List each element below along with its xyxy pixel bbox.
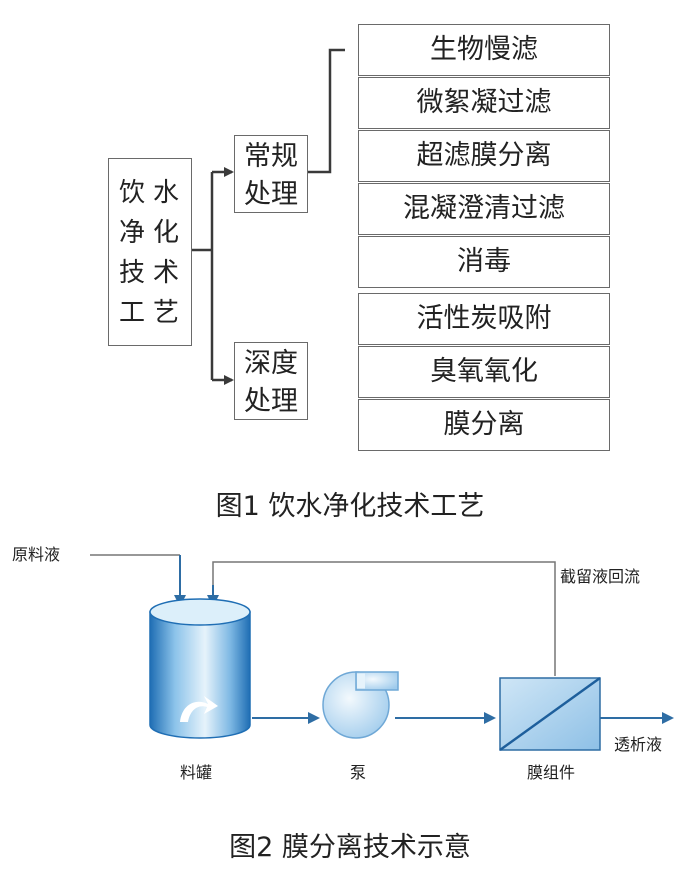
feed-label: 原料液 [12,545,60,564]
root-char: 水 [152,178,179,208]
mixing-arrow-icon [180,696,218,722]
figure1-caption: 图1 饮水净化技术工艺 [215,491,485,522]
retentate-return-line [212,561,556,676]
category-line: 处理 [244,179,298,210]
membrane-module-icon [499,676,601,752]
root-char: 饮 [118,178,145,208]
root-node-box: 饮 净 技 工 水 化 术 艺 [108,158,192,346]
category-conventional-box: 常规 处理 [234,135,308,213]
category-line: 深度 [244,348,298,379]
tech-item: 活性炭吸附 [358,293,610,345]
category-advanced-box: 深度 处理 [234,342,308,420]
tech-item: 臭氧氧化 [358,346,610,398]
tech-item: 超滤膜分离 [358,130,610,182]
tech-item: 混凝澄清过滤 [358,183,610,235]
tech-item: 膜分离 [358,399,610,451]
tree-connectors [192,48,345,385]
category-line: 常规 [244,141,298,172]
tank-label: 料罐 [180,763,212,782]
root-char: 净 [118,218,145,248]
tech-item: 消毒 [358,236,610,288]
tank-icon [149,598,251,739]
conventional-bracket [308,48,345,174]
root-char: 技 [118,258,145,288]
root-char: 工 [118,298,145,328]
category-line: 处理 [244,386,298,417]
retentate-label: 截留液回流 [560,567,640,586]
tech-item: 生物慢滤 [358,24,610,76]
pump-icon [322,671,399,739]
root-char: 化 [152,218,179,248]
figure2-caption: 图2 膜分离技术示意 [229,832,471,863]
pump-label: 泵 [350,763,366,782]
membrane-label: 膜组件 [527,763,575,782]
permeate-label: 透析液 [614,735,662,754]
tech-item: 微絮凝过滤 [358,77,610,129]
root-char: 术 [152,258,179,288]
membrane-process-diagram: 原料液 截留液回流 料罐 泵 膜组件 透析液 [12,545,674,782]
root-char: 艺 [152,298,179,328]
